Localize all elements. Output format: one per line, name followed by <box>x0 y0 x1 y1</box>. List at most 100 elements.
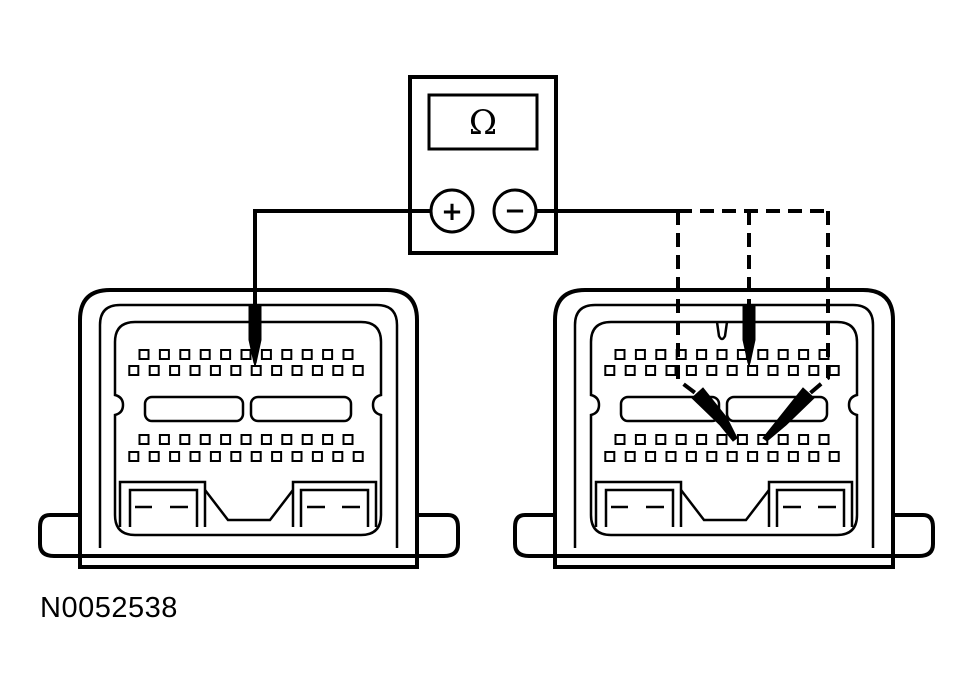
pin-cavity <box>291 451 303 462</box>
right-connector-top-notch <box>715 321 729 341</box>
pin-cavity <box>148 365 160 376</box>
left-connector-slot-right <box>249 395 353 423</box>
pin-cavity <box>665 365 677 376</box>
pin-cavity <box>128 451 140 462</box>
pin-cavity <box>332 451 344 462</box>
pin-cavity <box>777 434 789 445</box>
pin-cavity <box>706 365 718 376</box>
pin-cavity <box>604 451 616 462</box>
pin-cavity <box>828 451 840 462</box>
right-connector-base-flange <box>513 513 935 558</box>
pin-cavity <box>655 434 667 445</box>
pin-cavity <box>189 365 201 376</box>
pin-cavity <box>281 434 293 445</box>
pin-cavity <box>128 365 140 376</box>
pin-cavity <box>757 349 769 360</box>
pin-cavity <box>301 349 313 360</box>
right-connector-base-bottom <box>553 556 895 569</box>
negative-terminal-label: − <box>504 196 526 226</box>
pin-cavity <box>736 434 748 445</box>
pin-cavity <box>291 365 303 376</box>
pin-cavity <box>199 434 211 445</box>
probes <box>248 305 815 442</box>
left-connector-slot-left <box>143 395 245 423</box>
right-connector-inner-shell <box>573 303 875 548</box>
left-connector-pins <box>128 349 364 462</box>
pin-cavity <box>604 365 616 376</box>
pin-cavity <box>767 451 779 462</box>
pin-cavity <box>322 349 334 360</box>
left-connector-key-notch <box>204 489 294 522</box>
pin-cavity <box>240 434 252 445</box>
pin-cavity <box>179 434 191 445</box>
pin-cavity <box>352 451 364 462</box>
pin-cavity <box>179 349 191 360</box>
pin-cavity <box>158 434 170 445</box>
pin-cavity <box>747 365 759 376</box>
ohmmeter-display <box>427 93 539 151</box>
pin-cavity <box>230 365 242 376</box>
pin-cavity <box>808 365 820 376</box>
wiring <box>253 209 830 397</box>
positive-terminal-label: + <box>441 197 463 227</box>
pin-cavity <box>634 349 646 360</box>
right-connector-outer-shell <box>553 288 895 555</box>
pin-cavity <box>271 365 283 376</box>
probe-right-connector-diagonal-right <box>762 387 815 442</box>
pin-cavity <box>818 434 830 445</box>
pin-cavity <box>665 451 677 462</box>
pin-cavity <box>311 451 323 462</box>
pin-cavity <box>271 451 283 462</box>
ohmmeter: Ω + − <box>408 75 558 255</box>
right-connector-pins <box>604 349 840 462</box>
pin-cavity <box>169 365 181 376</box>
right-connector-lock-left <box>594 480 683 527</box>
pin-cavity <box>624 451 636 462</box>
pin-cavity <box>726 365 738 376</box>
pin-cavity <box>706 451 718 462</box>
probe-right-connector-diagonal-left <box>691 387 738 442</box>
pin-cavity <box>828 365 840 376</box>
dashed-alternate-lead <box>806 211 830 397</box>
left-connector-lock-left <box>118 480 207 527</box>
pin-cavity <box>250 365 262 376</box>
right-connector-key-notch <box>680 489 770 522</box>
pin-cavity <box>230 451 242 462</box>
left-connector <box>38 288 460 569</box>
pin-cavity <box>685 451 697 462</box>
pin-cavity <box>342 434 354 445</box>
pin-cavity <box>199 349 211 360</box>
pin-cavity <box>209 451 221 462</box>
pin-cavity <box>798 349 810 360</box>
left-connector-lock-right <box>291 480 378 527</box>
left-connector-outer-shell <box>78 288 419 555</box>
pin-cavity <box>250 451 262 462</box>
ohmmeter-body <box>408 75 558 255</box>
right-connector <box>513 288 935 569</box>
pin-cavity <box>209 365 221 376</box>
left-connector-base-bottom <box>78 556 419 569</box>
pin-cavity <box>322 434 334 445</box>
pin-cavity <box>220 434 232 445</box>
pin-cavity <box>158 349 170 360</box>
pin-cavity <box>311 365 323 376</box>
pin-cavity <box>169 451 181 462</box>
pin-cavity <box>716 434 728 445</box>
pin-cavity <box>655 349 667 360</box>
pin-cavity <box>614 434 626 445</box>
pin-cavity <box>696 349 708 360</box>
right-connector-lock-right <box>767 480 854 527</box>
left-connector-pin-face <box>113 320 383 537</box>
pin-cavity <box>260 434 272 445</box>
pin-cavity <box>798 434 810 445</box>
pin-cavity <box>634 434 646 445</box>
pin-cavity <box>675 434 687 445</box>
pin-cavity <box>747 451 759 462</box>
probe-right-connector-center <box>742 305 756 364</box>
figure-id-label: N0052538 <box>40 592 178 624</box>
pin-cavity <box>220 349 232 360</box>
pin-cavity <box>138 434 150 445</box>
pin-cavity <box>787 365 799 376</box>
dashed-alternate-lead <box>676 211 700 397</box>
